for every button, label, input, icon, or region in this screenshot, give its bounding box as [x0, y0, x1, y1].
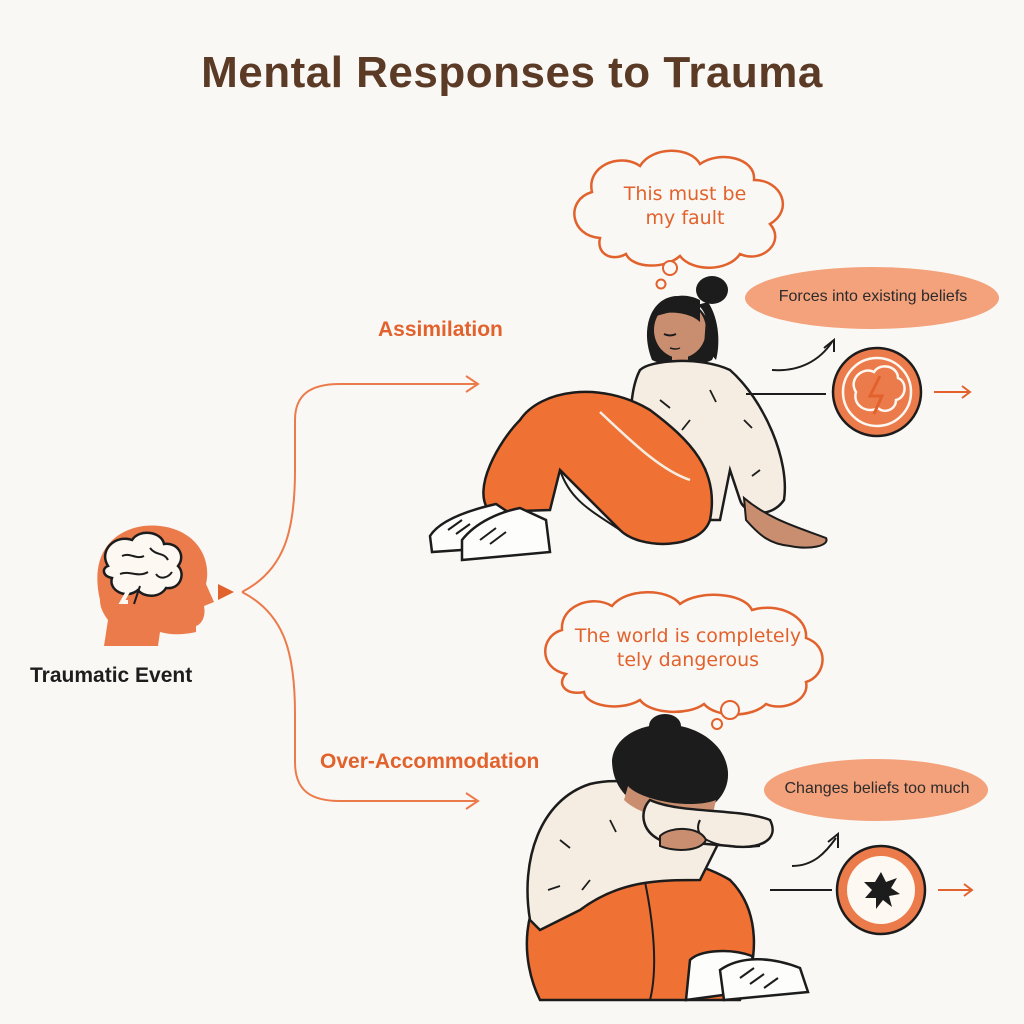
- thought-over-accommodation: The world is completely tely dangerous: [560, 624, 816, 672]
- brain-lightning-icon: [831, 346, 923, 438]
- arrow-icon: [465, 375, 480, 393]
- over-accommodation-label: Over-Accommodation: [320, 750, 540, 773]
- thought-assimilation-line1: This must be: [623, 183, 747, 205]
- pill-over-accommodation: Changes beliefs too much: [784, 780, 970, 797]
- thought-over-accommodation-line2: tely dangerous: [616, 649, 760, 671]
- arrow-icon: [938, 883, 974, 897]
- thought-cloud-assimilation: [573, 149, 785, 290]
- starburst-icon: [835, 844, 927, 936]
- pill-over-accommodation-bg: [764, 759, 988, 821]
- thought-assimilation: This must be my fault: [600, 182, 770, 230]
- branch-connector: [241, 383, 476, 802]
- sitting-person-illustration: [428, 276, 828, 562]
- assimilation-label: Assimilation: [378, 318, 503, 341]
- curled-person-illustration: [525, 714, 810, 1002]
- pill-assimilation: Forces into existing beliefs: [778, 288, 968, 305]
- traumatic-event-label: Traumatic Event: [30, 664, 193, 687]
- event-pointer-icon: [218, 584, 234, 600]
- thought-over-accommodation-line1: The world is completely: [574, 625, 802, 647]
- thought-assimilation-line2: my fault: [645, 207, 725, 229]
- branch-2-connectors: [770, 831, 839, 891]
- arrow-icon: [934, 385, 972, 399]
- page-title: Mental Responses to Trauma: [201, 48, 823, 97]
- thought-cloud-over-accommodation: [544, 591, 824, 730]
- arrow-icon: [465, 792, 480, 810]
- head-brain-icon: [97, 525, 214, 646]
- pill-assimilation-bg: [745, 267, 999, 329]
- branch-1-connectors: [746, 337, 835, 395]
